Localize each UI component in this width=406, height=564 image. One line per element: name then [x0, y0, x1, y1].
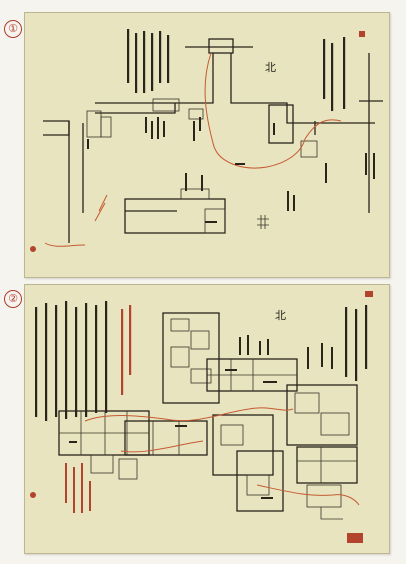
figure-label-2: ②	[4, 290, 22, 308]
handwritten-notes-left	[127, 29, 170, 93]
floor-plan-2: 北	[30, 291, 373, 543]
seal-stamp-2	[30, 492, 36, 498]
seal-stamp-1	[30, 246, 36, 252]
room-labels-1	[87, 117, 375, 223]
map-sheet-2: 北	[24, 284, 390, 554]
north-mark-1: 北	[265, 61, 276, 74]
north-mark-2: 北	[275, 309, 286, 322]
handwritten-title-right-2	[345, 291, 373, 381]
handwritten-title-right	[323, 31, 365, 111]
red-notes-bottom-left	[65, 463, 91, 513]
seal-stamp-3	[347, 533, 363, 543]
floor-plan-1: 北	[30, 29, 383, 252]
map-sheet-1: 北	[24, 12, 390, 278]
room-labels-2	[69, 335, 333, 499]
handwritten-notes-left-2	[35, 301, 132, 421]
figure-label-1: ①	[4, 20, 22, 38]
